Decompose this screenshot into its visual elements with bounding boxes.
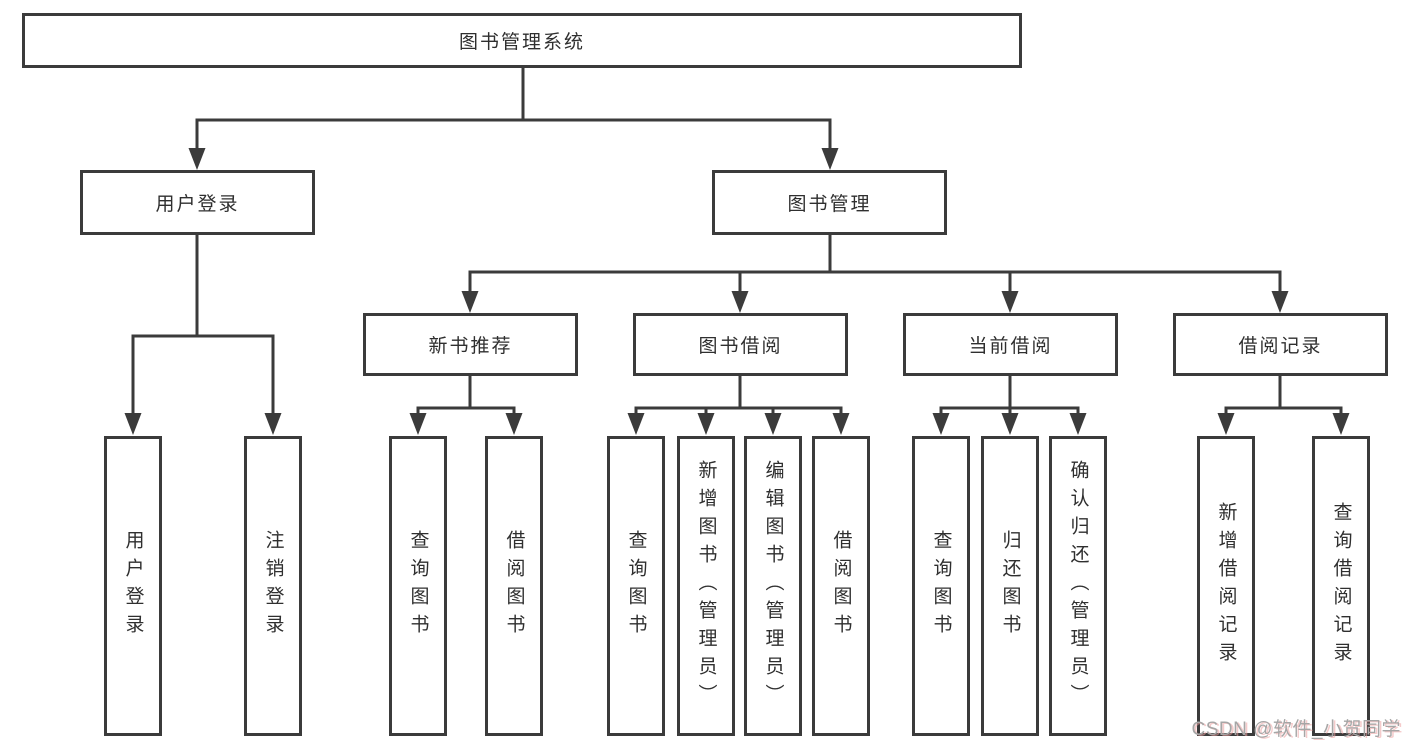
leaf-edit-books-admin-label: 编辑图书（管理员） (762, 460, 784, 712)
node-root-label: 图书管理系统 (458, 32, 585, 53)
node-user-login: 用户登录 (80, 170, 315, 235)
connector-borrow-record-to-leaves (1224, 375, 1343, 416)
connector-current-borrow-to-leaves (939, 375, 1080, 416)
csdn-watermark: CSDN @软件_小贺同学 (1191, 719, 1401, 740)
node-root-system: 图书管理系统 (22, 13, 1022, 68)
leaf-return-books-label: 归还图书 (999, 530, 1021, 642)
leaf-query-borrow-record: 查询借阅记录 (1312, 436, 1370, 736)
node-borrow-record: 借阅记录 (1173, 313, 1388, 376)
connector-book-mgmt-to-level3 (468, 234, 1282, 293)
leaf-add-books-admin: 新增图书（管理员） (677, 436, 735, 736)
leaf-return-books: 归还图书 (981, 436, 1039, 736)
leaf-logout: 注销登录 (244, 436, 302, 736)
leaf-logout-label: 注销登录 (262, 530, 284, 642)
connector-root-to-level2 (195, 68, 832, 150)
node-borrow-record-label: 借阅记录 (1238, 336, 1323, 357)
node-current-borrow: 当前借阅 (903, 313, 1118, 376)
node-new-book-recommend-label: 新书推荐 (428, 336, 513, 357)
leaf-edit-books-admin: 编辑图书（管理员） (744, 436, 802, 736)
leaf-add-borrow-record: 新增借阅记录 (1197, 436, 1255, 736)
leaf-add-books-admin-label: 新增图书（管理员） (695, 460, 717, 712)
leaf-borrow-books-label: 借阅图书 (830, 530, 852, 642)
leaf-query-books-borrow: 查询图书 (607, 436, 665, 736)
node-new-book-recommend: 新书推荐 (363, 313, 578, 376)
leaf-query-borrow-record-label: 查询借阅记录 (1330, 502, 1352, 670)
leaf-borrow-books-recommend: 借阅图书 (485, 436, 543, 736)
node-current-borrow-label: 当前借阅 (968, 336, 1053, 357)
leaf-confirm-return-admin-label: 确认归还（管理员） (1067, 460, 1089, 712)
leaf-borrow-books-recommend-label: 借阅图书 (503, 530, 525, 642)
leaf-user-login: 用户登录 (104, 436, 162, 736)
node-book-borrow-label: 图书借阅 (698, 336, 783, 357)
leaf-query-books-recommend-label: 查询图书 (407, 530, 429, 642)
leaf-query-books-borrow-label: 查询图书 (625, 530, 647, 642)
leaf-user-login-label: 用户登录 (122, 530, 144, 642)
leaf-query-books-current: 查询图书 (912, 436, 970, 736)
node-user-login-label: 用户登录 (155, 194, 240, 215)
node-book-management: 图书管理 (712, 170, 947, 235)
node-book-management-label: 图书管理 (787, 194, 872, 215)
node-book-borrow: 图书借阅 (633, 313, 848, 376)
leaf-add-borrow-record-label: 新增借阅记录 (1215, 502, 1237, 670)
leaf-query-books-recommend: 查询图书 (389, 436, 447, 736)
connector-new-book-to-leaves (416, 375, 516, 416)
leaf-query-books-current-label: 查询图书 (930, 530, 952, 642)
leaf-borrow-books: 借阅图书 (812, 436, 870, 736)
leaf-confirm-return-admin: 确认归还（管理员） (1049, 436, 1107, 736)
connector-user-login-to-leaves (131, 234, 275, 415)
connector-book-borrow-to-leaves (634, 375, 843, 416)
